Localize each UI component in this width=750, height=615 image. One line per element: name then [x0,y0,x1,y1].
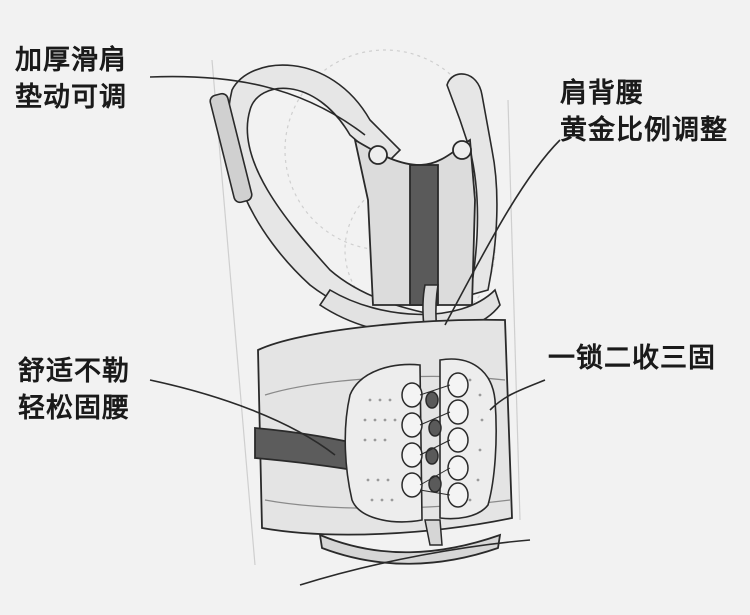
callout-back-adjust-line1: 肩背腰 [560,78,644,109]
leader-lock [489,379,546,411]
leader-bottom [299,539,531,586]
callout-shoulder-pad-line1: 加厚滑肩 [15,45,127,76]
callout-back-adjust-line2: 黄金比例调整 [560,115,728,146]
callout-waist-line1: 舒适不勒 [18,356,130,387]
leader-waist [149,379,336,456]
leader-shoulder [149,75,366,136]
callout-back-adjust: 肩背腰 黄金比例调整 [560,75,728,149]
callout-waist: 舒适不勒 轻松固腰 [18,353,130,427]
callout-waist-line2: 轻松固腰 [18,393,130,424]
callout-lock-line1: 一锁二收三固 [548,343,716,374]
pulley-system [401,372,469,546]
callout-shoulder-pad-line2: 垫动可调 [15,82,127,113]
back-panel [353,138,476,306]
callout-shoulder-pad: 加厚滑肩 垫动可调 [15,42,127,116]
left-shoulder-strap [209,64,491,337]
callout-lines [149,75,561,586]
lumbar-panels [344,358,497,523]
callout-lock: 一锁二收三固 [548,340,716,377]
leader-back [444,139,561,326]
right-shoulder-strap [446,73,498,297]
